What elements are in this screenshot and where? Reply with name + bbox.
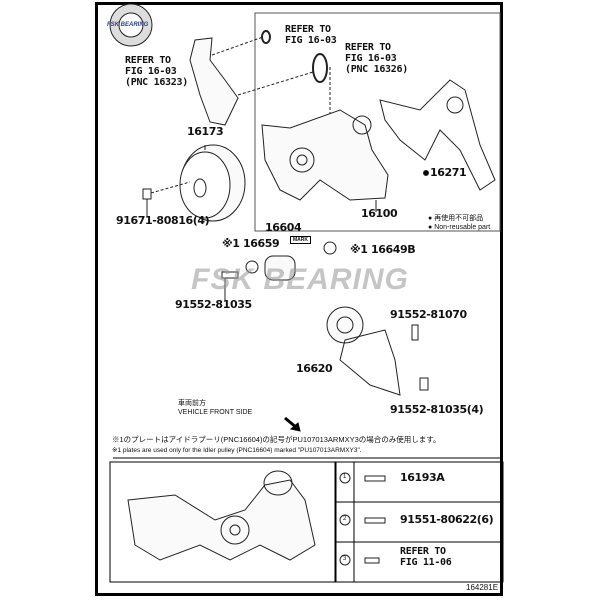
label-16659: ※1 16659 xyxy=(222,237,280,250)
label-refer-16323: REFER TO FIG 16-03 (PNC 16323) xyxy=(125,55,188,88)
logo-text: FSK BEARING xyxy=(107,22,149,28)
water-pump-group-box xyxy=(254,12,501,232)
label-refer-16326: REFER TO FIG 16-03 (PNC 16326) xyxy=(345,42,408,75)
plate-icon xyxy=(323,241,337,255)
diagram-frame xyxy=(95,2,503,596)
label-91671-80816: 91671-80816(4) xyxy=(116,214,210,227)
table-ref-3: 3 xyxy=(343,556,347,562)
label-91552-81070: 91552-81070 xyxy=(390,308,467,321)
bolt-location-box xyxy=(109,461,336,583)
tensioner-icon xyxy=(326,306,401,396)
label-91552-81035-4: 91552-81035(4) xyxy=(390,403,484,416)
label-16649b: ※1 16649B xyxy=(350,243,416,256)
table-part-1: 16193A xyxy=(400,471,445,484)
label-91552-81035: 91552-81035 xyxy=(175,298,252,311)
bolt-icon xyxy=(364,517,386,524)
bearing-logo-icon xyxy=(109,3,153,47)
bolt-table xyxy=(335,461,504,583)
direction-jp: 車両前方 xyxy=(178,400,206,407)
bolt-icon xyxy=(364,475,386,482)
table-part-2: 91551-80622(6) xyxy=(400,513,494,526)
pulley-icon xyxy=(179,144,246,222)
bolt-icon xyxy=(221,271,239,279)
legend-en: ● Non-reusable part xyxy=(428,224,491,231)
idler-pulley-icon xyxy=(264,255,296,281)
label-16173: 16173 xyxy=(187,125,224,138)
bolt-icon xyxy=(411,324,419,341)
table-ref-2: 2 xyxy=(343,516,347,522)
label-16620: 16620 xyxy=(296,362,333,375)
bolt-icon xyxy=(364,557,380,564)
direction-en: VEHICLE FRONT SIDE xyxy=(178,409,253,416)
figure-id: 164281E xyxy=(466,583,499,592)
watermark: FSK BEARING xyxy=(191,263,409,296)
mark-box: MARK xyxy=(290,236,311,244)
bolt-icon xyxy=(142,188,152,200)
water-pump-icon xyxy=(261,109,389,201)
o-ring-icon xyxy=(261,30,271,44)
o-ring-large-icon xyxy=(312,53,328,83)
label-refer-fig: REFER TO FIG 16-03 xyxy=(285,24,337,46)
inlet-pipe-icon xyxy=(189,37,239,126)
pump-outline-icon xyxy=(127,479,316,561)
table-ref-1: 1 xyxy=(343,474,347,480)
legend-en-text: Non-reusable part xyxy=(434,224,491,231)
bolt-icon xyxy=(419,377,429,391)
label-16100: 16100 xyxy=(361,207,398,220)
note-jp: ※1のプレートはアイドラプーリ(PNC16604)の記号がPU107013ARM… xyxy=(112,435,441,444)
note-en: ※1 plates are used only for the Idler pu… xyxy=(112,447,362,454)
label-16271: 16271 xyxy=(430,166,467,179)
label-16604: 16604 xyxy=(265,221,302,234)
table-part-3: REFER TO FIG 11-06 xyxy=(400,546,452,568)
legend-jp: ● 再使用不可部品 xyxy=(428,215,484,222)
plate-icon xyxy=(245,260,259,274)
legend-jp-text: 再使用不可部品 xyxy=(434,215,484,222)
gasket-icon xyxy=(379,79,496,191)
